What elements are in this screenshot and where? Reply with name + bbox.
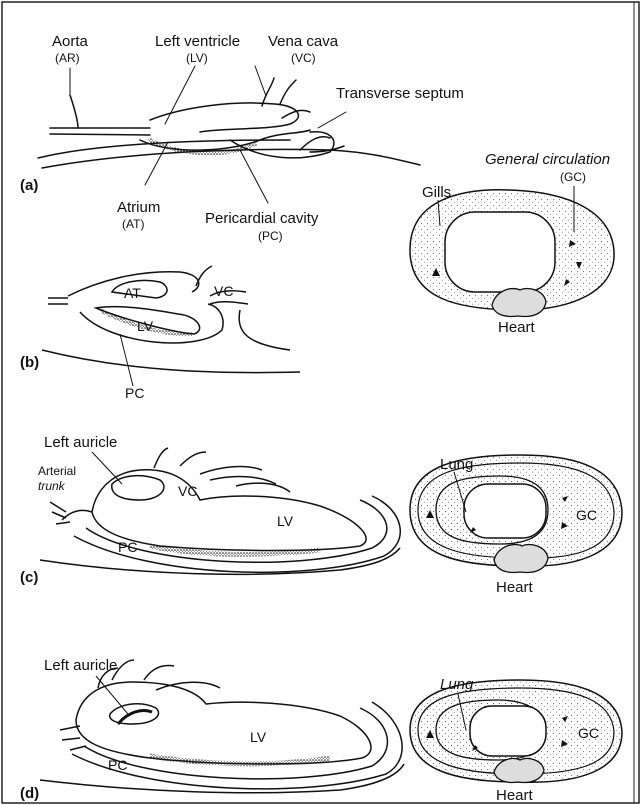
- label-c-pc: PC: [118, 539, 137, 555]
- circuit-gills: [410, 186, 614, 317]
- panel-b-drawing: [42, 266, 300, 386]
- label-atrium: Atrium: [117, 199, 160, 216]
- label-aorta: Aorta: [52, 33, 89, 50]
- label-heart-2: Heart: [496, 579, 534, 596]
- lung-d-inner: [470, 706, 546, 756]
- label-heart-3: Heart: [496, 787, 534, 804]
- panel-b-body-lower: [42, 350, 300, 373]
- panel-b-tag: (b): [20, 354, 39, 371]
- panel-c-left-auricle: [112, 476, 164, 500]
- gills-heart-icon: [492, 289, 546, 317]
- label-left-ventricle: Left ventricle: [155, 33, 240, 50]
- label-left-ventricle-abbr: (LV): [186, 51, 208, 65]
- label-vena-cava-abbr: (VC): [291, 51, 316, 65]
- label-vena-cava: Vena cava: [268, 33, 339, 50]
- leader-left-ventricle: [165, 66, 195, 124]
- label-lung-d-gc: GC: [578, 725, 599, 741]
- panel-c-trunk-branches: [50, 502, 70, 524]
- panel-c-arterial-trunk: [62, 510, 92, 520]
- leader-c-auricle: [92, 452, 122, 484]
- label-lung-c-gc: GC: [576, 507, 597, 523]
- panel-d-pericardial: [84, 708, 387, 779]
- label-lung-d: Lung: [440, 676, 474, 693]
- label-pericardial-cavity: Pericardial cavity: [205, 210, 319, 227]
- label-aorta-abbr: (AR): [55, 51, 80, 65]
- label-atrium-abbr: (AT): [122, 217, 144, 231]
- panel-a-aorta: [50, 128, 150, 135]
- label-c-trunk: trunk: [38, 479, 66, 493]
- panel-c-drawing: [40, 448, 400, 574]
- label-b-vc: VC: [214, 283, 233, 299]
- panel-d-tag: (d): [20, 785, 39, 802]
- leader-vena-cava: [255, 66, 266, 96]
- label-c-arterial: Arterial: [38, 464, 76, 478]
- label-c-left-auricle: Left auricle: [44, 434, 117, 451]
- panel-d-drawing: [40, 660, 404, 793]
- label-b-at: AT: [124, 285, 141, 301]
- panel-a-aorta-tip: [70, 95, 78, 128]
- lung-c-inner: [464, 484, 546, 538]
- label-gills: Gills: [422, 184, 451, 201]
- label-general-circulation-abbr: (GC): [560, 170, 586, 184]
- lung-c-heart-icon: [494, 545, 548, 573]
- leader-pericardial: [240, 150, 268, 203]
- label-c-vc: VC: [178, 483, 197, 499]
- label-general-circulation: General circulation: [485, 151, 610, 168]
- label-lung-c: Lung: [440, 456, 473, 473]
- label-heart-1: Heart: [498, 319, 536, 336]
- lung-d-heart-icon: [494, 758, 544, 782]
- panel-b-aorta: [48, 298, 68, 304]
- panel-a-vena-cava: [262, 78, 310, 118]
- panel-a-tag: (a): [20, 177, 38, 194]
- label-b-lv: LV: [137, 318, 154, 334]
- label-c-lv: LV: [277, 513, 294, 529]
- panel-c-vessels: [154, 448, 290, 492]
- label-pericardial-cavity-abbr: (PC): [258, 229, 283, 243]
- leader-septum: [318, 112, 346, 128]
- panel-a-ventricle: [150, 103, 298, 132]
- panel-d-pericardial-outer: [72, 702, 402, 789]
- gills-inner-loop: [445, 212, 555, 292]
- panel-b-septum: [239, 310, 290, 350]
- leader-b-pc: [120, 334, 133, 386]
- label-d-left-auricle: Left auricle: [44, 657, 117, 674]
- leader-atrium: [145, 142, 168, 185]
- label-transverse-septum: Transverse septum: [336, 85, 464, 102]
- label-d-pc: PC: [108, 757, 127, 773]
- panel-c-pericardial-outer: [74, 496, 400, 572]
- label-d-lv: LV: [250, 729, 267, 745]
- label-b-pc: PC: [125, 385, 144, 401]
- panel-c-tag: (c): [20, 569, 38, 586]
- panel-d-myocardium: [150, 756, 330, 764]
